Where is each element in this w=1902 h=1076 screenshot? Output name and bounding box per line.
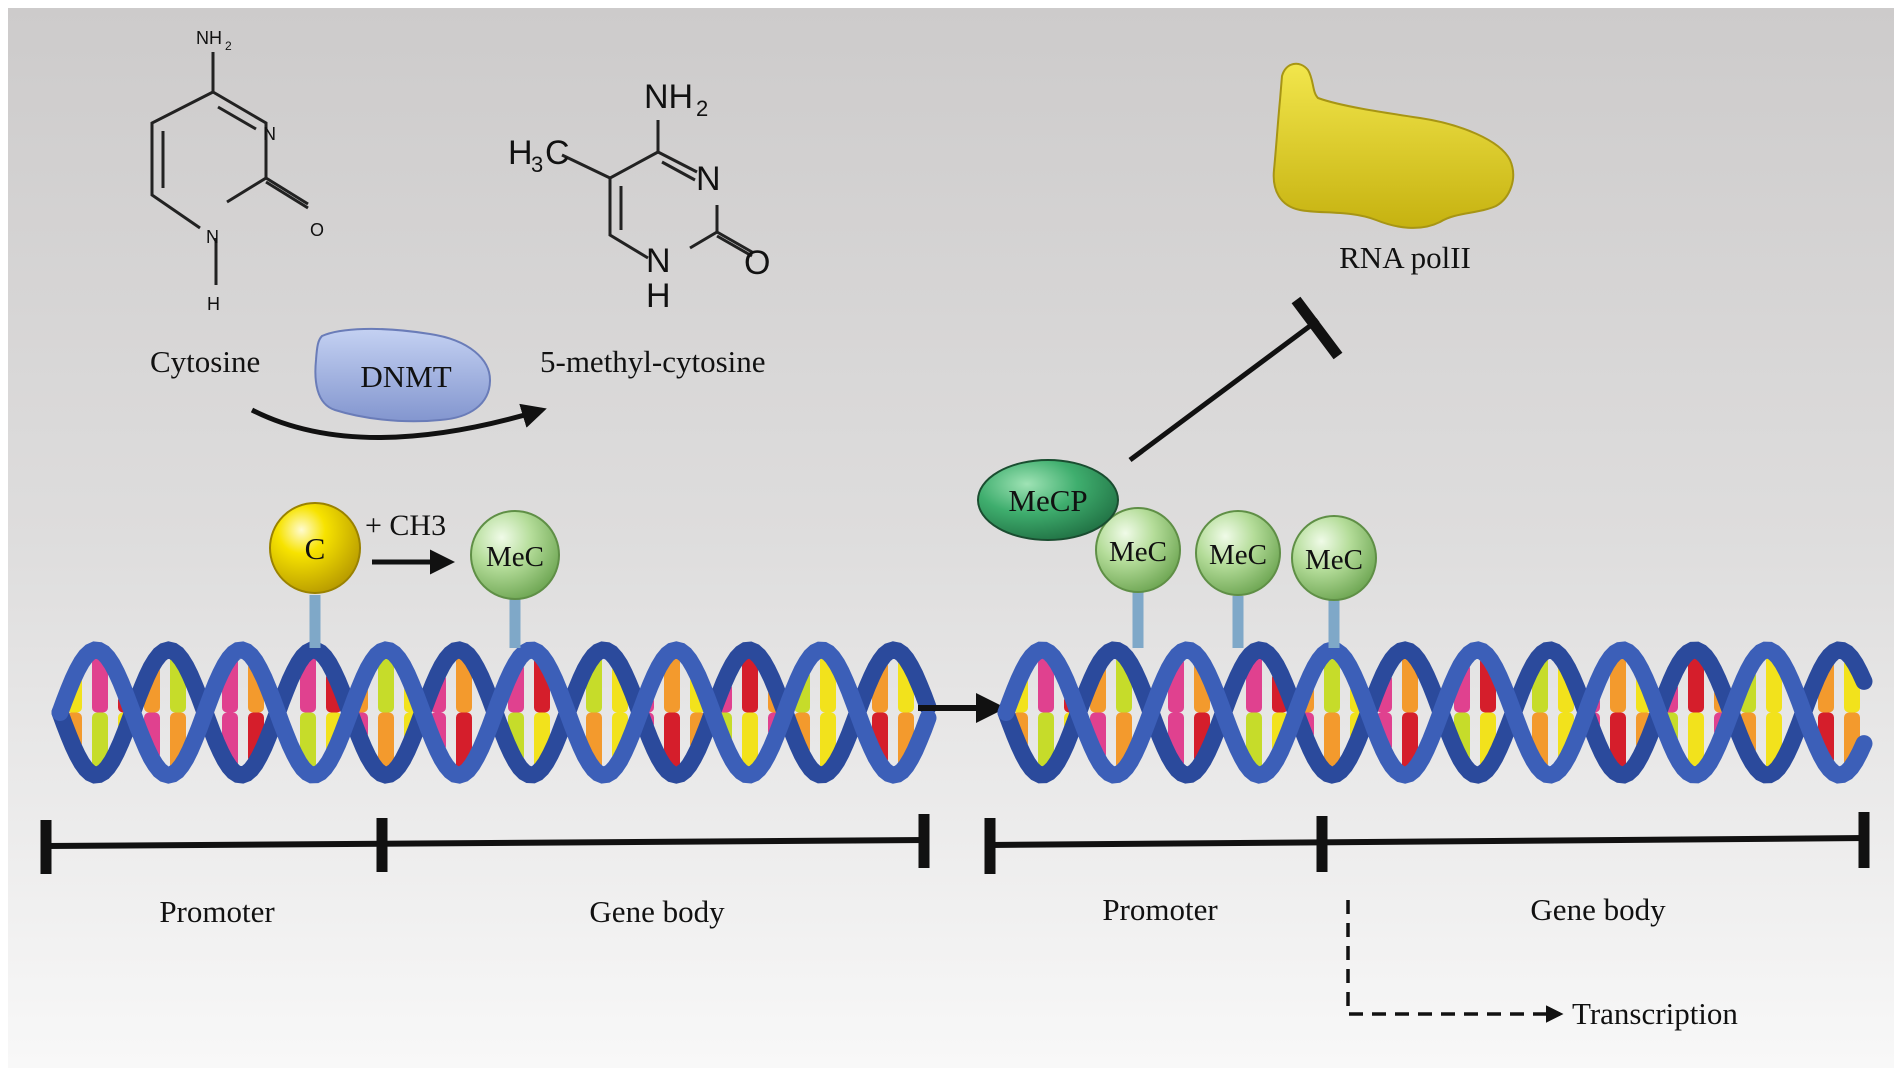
left-gene-body-label: Gene body [589, 894, 725, 929]
methylcytosine-name: 5-methyl-cytosine [540, 344, 766, 379]
dna-helix-left [51, 641, 937, 784]
right-mec-label-3: MeC [1305, 544, 1363, 576]
left-dna-base-bottom [378, 712, 394, 775]
methylcytosine-methyl-c: C [545, 134, 570, 172]
methylated-cytosine-ball [470, 510, 560, 600]
mecp-label: MeCP [1008, 483, 1087, 518]
cytosine-name: Cytosine [150, 344, 260, 379]
methylated-ball-left-group: MeC [470, 510, 560, 648]
methylcytosine-structure [561, 120, 753, 260]
right-mec-label-1: MeC [1109, 536, 1167, 568]
transcription-label: Transcription [1572, 996, 1738, 1031]
cytosine-o-label: O [310, 220, 324, 240]
cytosine-structure [150, 52, 309, 285]
right-gene-body-label: Gene body [1530, 892, 1666, 927]
region-bar-right [984, 812, 1870, 874]
left-dna-base-bottom [742, 712, 758, 775]
cytosine-ball [269, 502, 361, 594]
cytosine-ball-label: C [305, 531, 326, 566]
methylated-ball-right-3: MeC [1291, 515, 1377, 648]
methylated-ball-right-1: MeC [1095, 507, 1181, 648]
cytosine-h-label: H [207, 294, 220, 314]
mecp-protein-group: MeCP [977, 459, 1119, 541]
methylated-ball-right-2: MeC [1195, 510, 1281, 648]
methylcytosine-methyl-subscript: 3 [531, 152, 543, 177]
left-dna-backbone-2 [51, 641, 937, 784]
methylcytosine-n3-label: N [696, 160, 721, 198]
cytosine-n3-label: N [263, 124, 276, 144]
right-dna-backbone-2 [997, 641, 1873, 784]
methyl-group-label: + CH3 [365, 509, 446, 542]
methylcytosine-methyl-h: H [508, 134, 533, 172]
methylcytosine-h-label: H [646, 277, 671, 315]
right-dna-base-bottom [1688, 712, 1704, 775]
rna-polymerase-label: RNA polII [1339, 240, 1471, 275]
cytosine-ball-group: C [269, 502, 361, 648]
left-promoter-label: Promoter [159, 894, 275, 929]
right-dna-base-bottom [1324, 712, 1340, 775]
cytosine-nh2-label: NH [196, 28, 222, 48]
methylcytosine-nh2-subscript: 2 [696, 96, 708, 121]
methylcytosine-atoms: NH 2 H 3 C N N H O [508, 78, 770, 315]
conversion-arrow [250, 403, 547, 440]
transcription-dashed-arrow [1346, 900, 1564, 1023]
right-dna-base-top [1688, 650, 1704, 713]
right-mec-label-2: MeC [1209, 539, 1267, 571]
methylated-ball-label: MeC [486, 541, 544, 573]
dna-helix-right [997, 641, 1873, 784]
mecp-protein-shape [977, 459, 1119, 541]
right-promoter-label: Promoter [1102, 892, 1218, 927]
dnmt-label: DNMT [360, 359, 451, 394]
left-dna-base-top [378, 650, 394, 713]
left-dna-base-top [742, 650, 758, 713]
region-bar-left [40, 814, 930, 874]
cytosine-atoms: NH 2 N N H O [196, 28, 324, 314]
inhibition-symbol [1128, 296, 1343, 463]
cytosine-nh2-subscript: 2 [225, 39, 232, 53]
methylcytosine-n1-label: N [646, 242, 671, 280]
dnmt-enzyme-shape [314, 327, 492, 423]
methylcytosine-nh2-label: NH [644, 78, 693, 116]
methylcytosine-o-label: O [744, 244, 770, 282]
cytosine-n1-label: N [206, 227, 219, 247]
right-dna-base-top [1324, 650, 1340, 713]
rna-polymerase-shape [1272, 62, 1515, 229]
